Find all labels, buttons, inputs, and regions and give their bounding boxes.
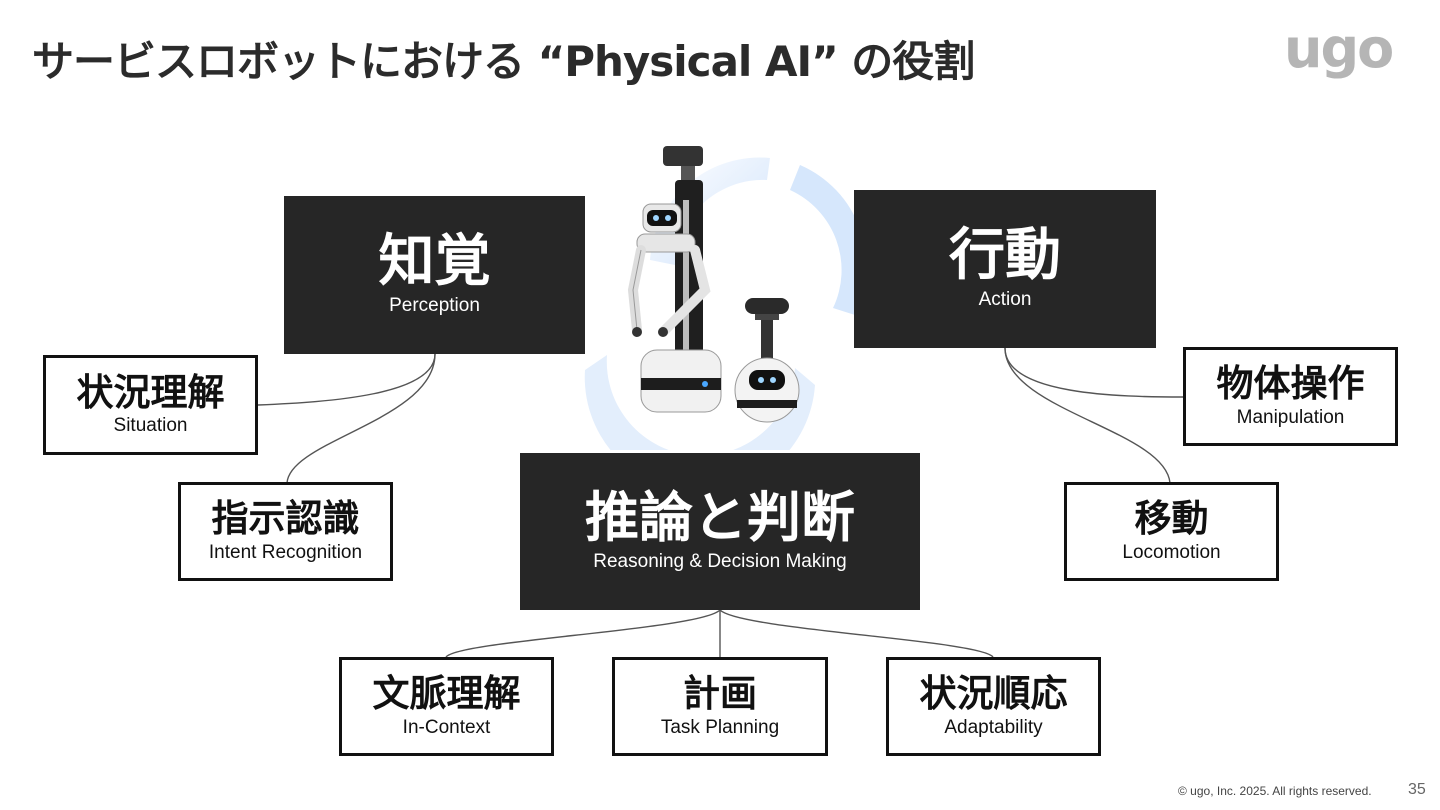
node-manipulation-en: Manipulation xyxy=(1236,406,1345,428)
node-reasoning: 推論と判断 Reasoning & Decision Making xyxy=(520,453,920,610)
robot-illustration xyxy=(545,146,867,450)
node-situation: 状況理解 Situation xyxy=(43,355,258,455)
node-adaptability-en: Adaptability xyxy=(944,716,1043,738)
node-action-jp: 行動 xyxy=(949,222,1061,288)
node-reasoning-jp: 推論と判断 xyxy=(585,486,855,550)
node-situation-en: Situation xyxy=(113,415,188,437)
node-intent: 指示認識 Intent Recognition xyxy=(178,482,393,581)
page-number: 35 xyxy=(1408,781,1426,798)
small-robot-icon xyxy=(734,298,800,423)
humanoid-robot-icon xyxy=(627,146,722,413)
node-context: 文脈理解 In-Context xyxy=(339,657,554,756)
brand-logo: ugo xyxy=(1284,17,1394,80)
connector-perception-intent xyxy=(286,353,436,484)
copyright-text: © ugo, Inc. 2025. All rights reserved. xyxy=(1178,784,1372,798)
node-action: 行動 Action xyxy=(854,190,1156,348)
node-perception-jp: 知覚 xyxy=(378,228,491,294)
node-planning-jp: 計画 xyxy=(683,672,757,716)
node-context-en: In-Context xyxy=(402,716,491,738)
node-locomotion-jp: 移動 xyxy=(1134,497,1209,541)
node-locomotion: 移動 Locomotion xyxy=(1064,482,1279,581)
connector-perception-situation xyxy=(257,353,436,406)
connector-reasoning-adaptability xyxy=(719,609,994,658)
connector-action-locomotion xyxy=(1004,347,1171,484)
node-reasoning-en: Reasoning & Decision Making xyxy=(593,550,847,572)
node-perception: 知覚 Perception xyxy=(284,196,585,354)
node-perception-en: Perception xyxy=(389,295,480,317)
node-planning-en: Task Planning xyxy=(660,716,780,738)
node-manipulation: 物体操作 Manipulation xyxy=(1183,347,1398,446)
node-planning: 計画 Task Planning xyxy=(612,657,828,756)
node-intent-jp: 指示認識 xyxy=(211,497,360,541)
connector-reasoning-context xyxy=(445,609,721,658)
connector-action-manipulation xyxy=(1004,347,1184,398)
node-intent-en: Intent Recognition xyxy=(208,541,363,563)
node-context-jp: 文脈理解 xyxy=(372,672,521,716)
node-action-en: Action xyxy=(978,289,1032,311)
node-manipulation-jp: 物体操作 xyxy=(1216,362,1365,406)
node-adaptability-jp: 状況順応 xyxy=(919,672,1068,716)
node-locomotion-en: Locomotion xyxy=(1122,541,1221,563)
page-title: サービスロボットにおける “Physical AI” の役割 xyxy=(32,37,975,86)
node-situation-jp: 状況理解 xyxy=(76,370,225,414)
node-adaptability: 状況順応 Adaptability xyxy=(886,657,1101,756)
